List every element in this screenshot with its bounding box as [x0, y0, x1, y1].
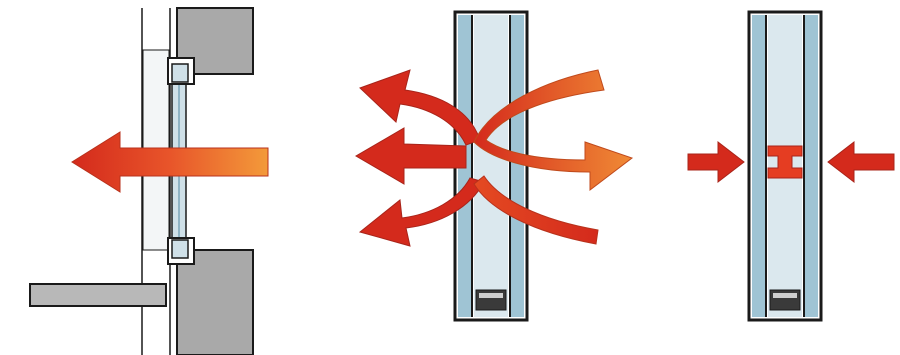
lower-wall-block	[176, 249, 254, 355]
inward-arrow-left	[687, 140, 745, 184]
dg-cavity	[474, 15, 508, 317]
ig-pane-right	[804, 15, 818, 317]
window-sill	[29, 283, 167, 307]
bottom-clip-inner	[171, 239, 189, 259]
ig-pressure-element	[767, 145, 803, 179]
panel-double-glazing	[355, 10, 634, 322]
ig-pane-left	[752, 15, 766, 317]
dg-pane-right	[510, 15, 524, 317]
top-clip-inner	[171, 63, 189, 83]
transmit-arrow	[473, 69, 634, 192]
dg-spacer-label	[479, 293, 503, 298]
reflect-arrow-lower	[358, 177, 485, 247]
inward-arrow-right	[827, 140, 895, 184]
heat-loss-arrow	[71, 131, 269, 193]
transmit-swoosh-lower	[473, 175, 599, 245]
upper-wall-block	[176, 7, 254, 75]
reflect-arrow-middle	[355, 127, 467, 185]
reflect-arrow-upper	[359, 69, 481, 146]
panel-insulated-glazing	[687, 10, 895, 322]
panel-wall-section	[29, 7, 269, 355]
ig-spacer-label	[773, 293, 797, 298]
